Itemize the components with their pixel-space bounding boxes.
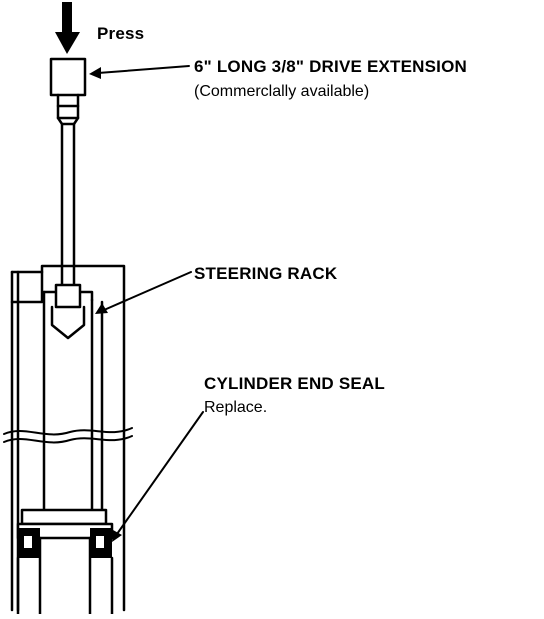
- press-arrow: [55, 2, 80, 54]
- extension-title-label: 6" LONG 3/8" DRIVE EXTENSION: [194, 57, 468, 76]
- seal-title-label: CYLINDER END SEAL: [204, 374, 385, 393]
- steering-rack: [42, 283, 104, 512]
- cylinder-end-seal: [16, 508, 114, 616]
- seal-note-label: Replace.: [204, 399, 268, 416]
- extension-note-label: (Commerclally available): [194, 83, 370, 100]
- leader-lines: [97, 65, 204, 535]
- steering-rack-label: STEERING RACK: [194, 264, 338, 283]
- drive-extension: [49, 57, 87, 287]
- break-line: [3, 427, 133, 436]
- press-label: Press: [97, 24, 145, 43]
- cylinder-housing: [10, 264, 126, 612]
